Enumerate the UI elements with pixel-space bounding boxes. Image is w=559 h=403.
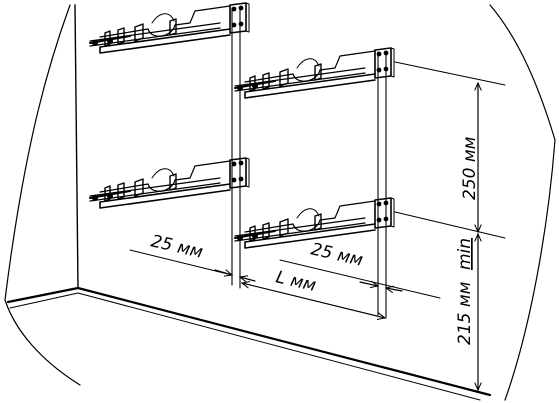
post-line-right bbox=[377, 51, 387, 319]
label-floor-clearance: 215 мм bbox=[455, 281, 475, 345]
bracket-bottom-left bbox=[89, 157, 250, 209]
arrow-offset-right-2 bbox=[386, 288, 403, 291]
label-spacing: L мм bbox=[274, 267, 318, 296]
arrow-offset-left-2 bbox=[240, 277, 256, 281]
post-line-left bbox=[231, 7, 241, 289]
floor-line-thin bbox=[9, 292, 481, 401]
label-vertical-spacing: 250 мм bbox=[460, 136, 480, 200]
floor-line bbox=[6, 286, 492, 397]
extension-line-middle bbox=[394, 211, 506, 239]
dimension-spacing bbox=[242, 283, 385, 318]
label-offset-left: 25 мм bbox=[149, 231, 205, 262]
arrow-offset-right bbox=[359, 282, 378, 286]
wall-corner-edge bbox=[74, 4, 79, 289]
bracket-top-right bbox=[234, 47, 395, 99]
wall-outline-left bbox=[4, 4, 81, 386]
leader-offset-left bbox=[129, 249, 233, 276]
extension-line-top bbox=[394, 61, 506, 86]
label-offset-right: 25 мм bbox=[309, 239, 365, 270]
wall-outline-right bbox=[489, 4, 556, 401]
bracket-top-left bbox=[89, 2, 250, 54]
leader-offset-right bbox=[279, 259, 441, 299]
arrow-offset-left bbox=[214, 270, 232, 275]
label-floor-clearance-min: min bbox=[455, 238, 475, 270]
